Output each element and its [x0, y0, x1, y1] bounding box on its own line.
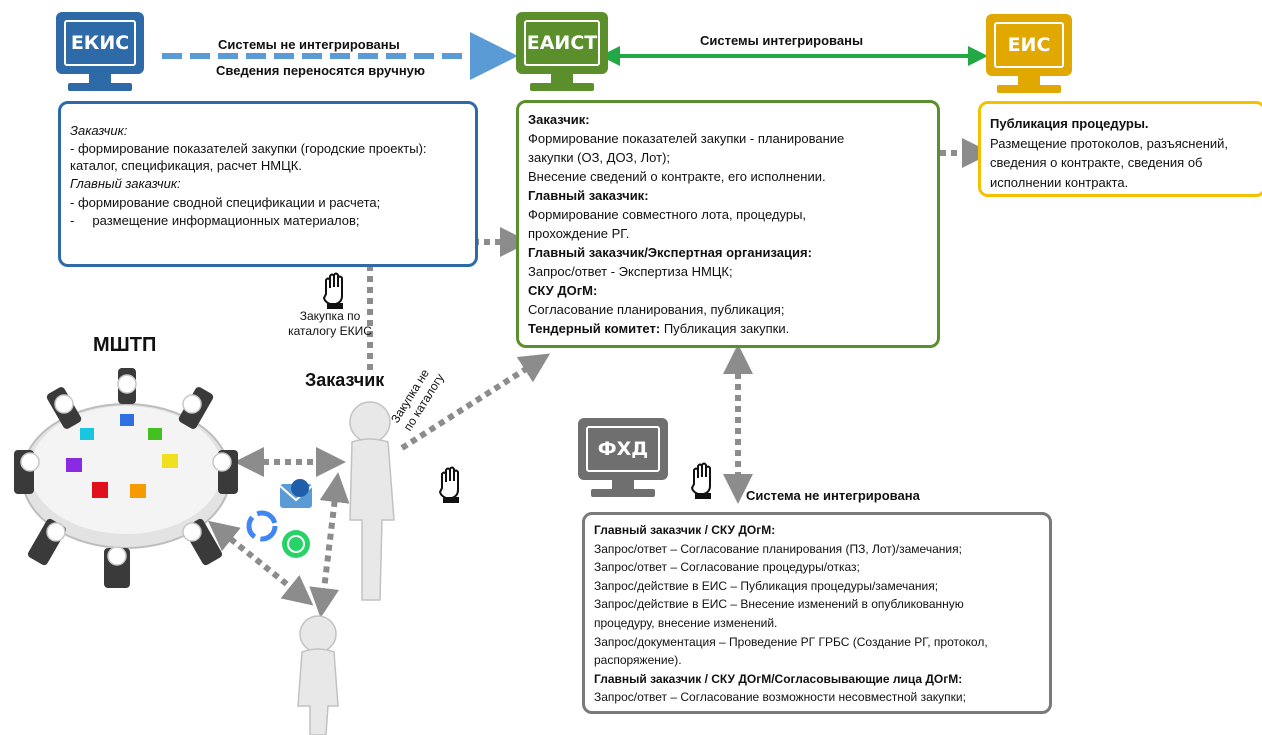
- customer-person-arrow: [309, 472, 350, 618]
- eis-label: ЕИС: [994, 22, 1064, 68]
- mshtp-person-arrow: [207, 520, 314, 606]
- ekis-line: каталог, спецификация, расчет НМЦК.: [70, 158, 302, 173]
- fhd-line: процедуру, внесение изменений.: [594, 615, 778, 630]
- eaist-line: Внесение сведений о контракте, его испол…: [528, 169, 826, 184]
- eaist-line: СКУ ДОгМ:: [528, 283, 598, 298]
- fhd-line: Главный заказчик / СКУ ДОгМ/Согласовываю…: [594, 671, 963, 686]
- eaist-line: Главный заказчик/Экспертная организация:: [528, 245, 812, 260]
- eaist-line: Формирование совместного лота, процедуры…: [528, 207, 807, 222]
- customer-label: Заказчик: [305, 370, 385, 390]
- fhd-line: Главный заказчик / СКУ ДОгМ:: [594, 523, 776, 537]
- eis-monitor-icon: ЕИС: [986, 14, 1072, 94]
- catalog-caption-2: каталогу ЕКИС: [288, 324, 372, 338]
- fhd-monitor-icon: ФХД: [578, 418, 668, 498]
- fhd-line: Запрос/ответ – Согласование планирования…: [594, 541, 962, 556]
- ekis-label: ЕКИС: [64, 20, 136, 66]
- fhd-line: распоряжение).: [594, 653, 682, 668]
- fhd-box: Главный заказчик / СКУ ДОгМ: Запрос/отве…: [582, 512, 1052, 714]
- ekis-eaist-caption-2: Сведения переносятся вручную: [216, 63, 425, 78]
- fhd-eaist-caption: Система не интегрирована: [746, 488, 920, 503]
- eaist-line: закупки (ОЗ, ДОЗ, Лот);: [528, 150, 671, 165]
- eis-line: Размещение протоколов, разъяснений,: [990, 135, 1229, 151]
- ekis-line: Главный заказчик:: [70, 175, 181, 191]
- noncatalog-arrow: [400, 353, 551, 451]
- eaist-line: Запрос/ответ - Экспертиза НМЦК;: [528, 264, 733, 279]
- eaist-tender-label: Тендерный комитет:: [528, 321, 661, 336]
- eaist-label: ЕАИСТ: [524, 20, 600, 66]
- eaist-line: Заказчик:: [528, 112, 590, 127]
- catalog-caption: Закупка по каталогу ЕКИС: [282, 309, 378, 339]
- eaist-line-last: Тендерный комитет: Публикация закупки.: [528, 319, 928, 338]
- eaist-monitor-icon: ЕАИСТ: [516, 12, 608, 92]
- fhd-line: Запрос/ответ – Согласование процедуры/от…: [594, 560, 860, 575]
- eaist-box: Заказчик: Формирование показателей закуп…: [516, 100, 940, 348]
- ekis-eaist-caption-1: Системы не интегрированы: [218, 37, 400, 52]
- eis-line: исполнении контракта.: [990, 174, 1129, 190]
- eaist-line: Согласование планирования, публикация;: [528, 302, 785, 317]
- ekis-line: - формирование сводной спецификации и ра…: [70, 195, 381, 210]
- ekis-monitor-icon: ЕКИС: [56, 12, 144, 92]
- eaist-line: Главный заказчик:: [528, 188, 649, 203]
- fhd-line: Запрос/действие в ЕИС – Публикация проце…: [594, 578, 939, 593]
- ekis-line: - размещение информационных материалов;: [70, 212, 360, 228]
- eis-line: Публикация процедуры.: [990, 116, 1149, 131]
- catalog-caption-1: Закупка по: [299, 309, 361, 323]
- eis-box: Публикация процедуры. Размещение протоко…: [978, 101, 1262, 197]
- fhd-label: ФХД: [586, 426, 660, 472]
- fhd-line: Запрос/документация – Проведение РГ ГРБС…: [594, 634, 988, 649]
- fhd-line: Запрос/действие в ЕИС – Внесение изменен…: [594, 597, 964, 612]
- eaist-tender-text: Публикация закупки.: [660, 321, 790, 336]
- ekis-line: Заказчик:: [70, 123, 128, 138]
- mshtp-label: МШТП: [93, 334, 157, 356]
- ekis-box: Заказчик: - формирование показателей зак…: [58, 101, 478, 267]
- eis-line: сведения о контракте, сведения об: [990, 155, 1203, 170]
- ekis-line: - формирование показателей закупки (горо…: [70, 140, 427, 156]
- eaist-eis-caption: Системы интегрированы: [700, 33, 864, 48]
- eaist-line: прохождение РГ.: [528, 226, 630, 241]
- eaist-line: Формирование показателей закупки - плани…: [528, 131, 845, 146]
- fhd-line: Запрос/ответ – Согласование возможности …: [594, 690, 966, 705]
